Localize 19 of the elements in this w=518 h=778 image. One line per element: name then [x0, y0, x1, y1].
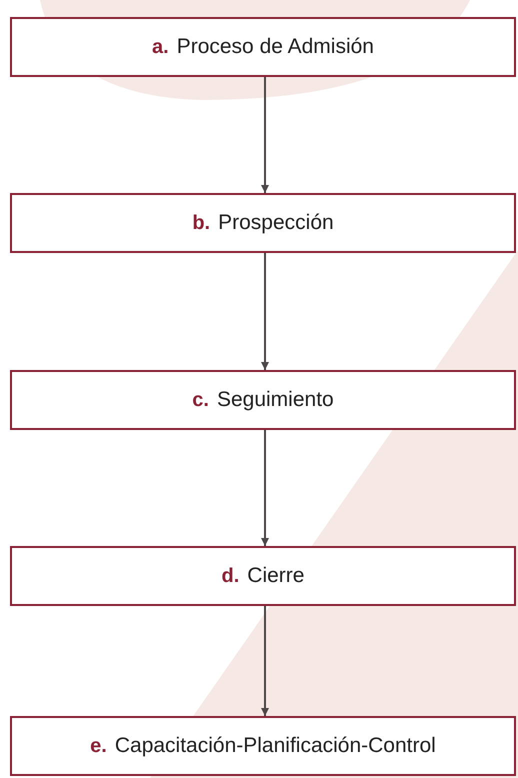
arrow — [261, 430, 269, 546]
process-box — [10, 546, 516, 606]
process-box — [10, 716, 516, 776]
step-label: Prospección — [218, 210, 334, 236]
arrow — [261, 253, 269, 370]
step-letter: b. — [192, 211, 210, 236]
step-label: Proceso de Admisión — [176, 34, 374, 60]
step-letter: e. — [90, 734, 107, 759]
process-box — [10, 370, 516, 430]
step-letter: d. — [222, 564, 240, 589]
process-box — [10, 193, 516, 253]
step-label: Cierre — [247, 563, 304, 590]
step-label: Seguimiento — [216, 387, 334, 414]
arrow — [261, 606, 269, 716]
process-box — [10, 17, 516, 77]
step-label: Capacitación-Planificación-Control — [114, 733, 436, 760]
step-letter: a. — [152, 35, 169, 60]
step-letter: c. — [192, 388, 209, 413]
arrow — [261, 77, 269, 193]
